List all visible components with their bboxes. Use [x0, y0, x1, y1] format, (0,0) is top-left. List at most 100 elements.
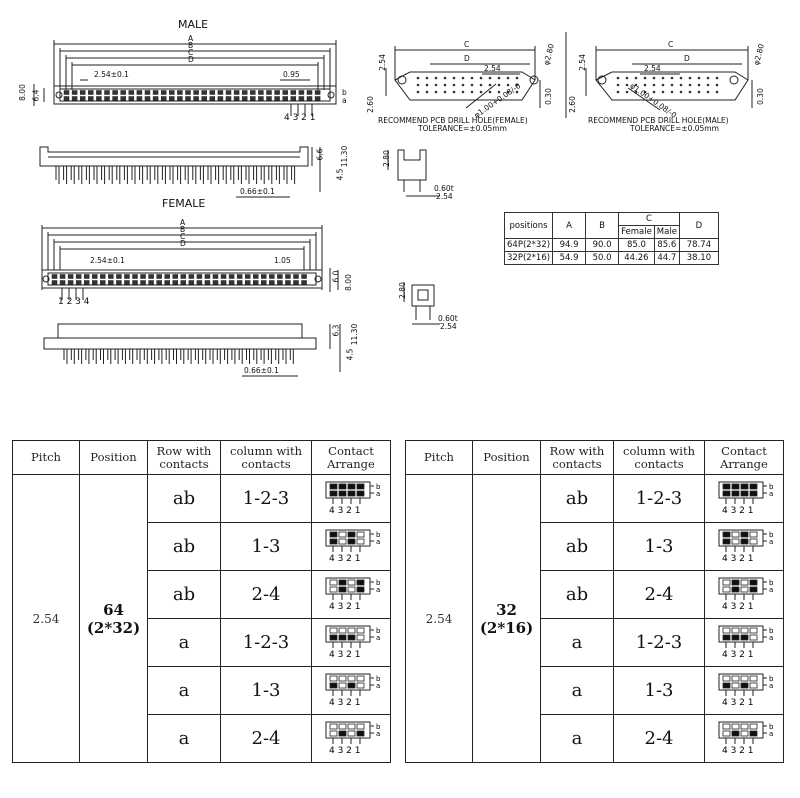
contact-cell	[356, 586, 365, 592]
female-contact	[108, 274, 114, 279]
contact-cell	[749, 586, 758, 592]
drill-hole	[470, 90, 474, 94]
row-b-label: b	[376, 483, 381, 491]
contact-cell	[722, 682, 731, 688]
header-contact-arrange: Contact Arrange	[311, 440, 391, 475]
female-title: FEMALE	[162, 197, 206, 210]
drill-hole	[661, 83, 665, 87]
male-contact	[136, 90, 143, 95]
contact-arrange-icon: ba4 3 2 1	[325, 529, 381, 564]
contact-cell	[722, 586, 731, 592]
drill-female-d: D	[464, 54, 470, 63]
contact-arrange-icon: ba4 3 2 1	[325, 721, 381, 756]
male-contact	[104, 90, 110, 95]
pin-numbers-label: 4 3 2 1	[722, 698, 754, 708]
row-b-label: b	[376, 579, 381, 587]
positions-dimension-table: positions A B C D Female Male 64P(2*32) …	[503, 212, 719, 265]
contact-table-32p: Pitch Position Row with contacts column …	[405, 440, 784, 763]
male-contact	[96, 96, 102, 101]
drill-hole	[652, 76, 656, 80]
contact-cell	[338, 538, 347, 544]
contact-cell	[356, 483, 365, 489]
drill-hole	[706, 83, 710, 87]
female-contact	[204, 274, 211, 279]
male-contact	[225, 96, 232, 101]
contact-cell	[338, 627, 347, 633]
male-contact	[71, 96, 78, 101]
contact-cell	[356, 730, 365, 736]
contact-cell	[740, 579, 749, 585]
pin-numbers-label: 4 3 2 1	[329, 746, 361, 756]
row-b-label: b	[376, 627, 381, 635]
male-contact	[144, 96, 151, 101]
male-contact	[266, 96, 272, 101]
contact-cell	[722, 634, 731, 640]
drill-hole	[443, 90, 447, 94]
male-contact	[185, 90, 191, 95]
cell: 90.0	[585, 238, 620, 252]
male-contact	[169, 90, 175, 95]
contact-cell	[329, 579, 338, 585]
female-contact	[124, 274, 130, 279]
drill-female-254-side: 2.54	[377, 54, 387, 71]
male-contact	[169, 96, 175, 101]
drill-hole	[697, 76, 701, 80]
row-with-contacts-cell: ab	[540, 522, 614, 571]
contact-arrange-icon: ba4 3 2 1	[325, 577, 381, 612]
contact-cell	[722, 483, 731, 489]
pin-numbers-label: 4 3 2 1	[722, 506, 754, 516]
dim-d-male: D	[188, 55, 194, 64]
female-pin-dim: 0.66±0.1	[244, 366, 279, 375]
column-with-contacts-cell: 1-3	[613, 666, 705, 715]
pin-numbers-label: 4 3 2 1	[722, 650, 754, 660]
male-contact	[314, 90, 321, 95]
pin-numbers-label: 4 3 2 1	[722, 746, 754, 756]
pin-numbers-label: 4 3 2 1	[329, 698, 361, 708]
male-contact	[290, 96, 297, 101]
female-small-dim: 1.05	[274, 256, 291, 265]
male-contact	[209, 90, 216, 95]
table-row: 32P(2*16) 54.9 50.0 44.26 44.7 38.10	[503, 251, 719, 265]
male-contact	[217, 90, 224, 95]
contact-cell	[722, 627, 731, 633]
contact-cell	[731, 675, 740, 681]
drill-hole	[625, 83, 629, 87]
contact-cell	[740, 490, 749, 496]
contact-cell	[347, 682, 356, 688]
drill-hole	[506, 83, 510, 87]
drill-hole	[470, 83, 474, 87]
contact-cell	[356, 538, 365, 544]
male-contact	[282, 90, 288, 95]
drill-hole	[616, 76, 620, 80]
contact-cell	[749, 682, 758, 688]
drill-hole	[434, 90, 438, 94]
contact-cell	[740, 586, 749, 592]
drill-hole	[634, 83, 638, 87]
contact-cell	[356, 490, 365, 496]
contact-cell	[722, 579, 731, 585]
cell: 44.7	[653, 251, 680, 265]
drill-male-c: C	[668, 40, 674, 49]
contact-cell	[731, 723, 740, 729]
male-contact	[120, 96, 126, 101]
table-row: 64P(2*32) 94.9 90.0 85.0 85.6 78.74	[503, 238, 719, 252]
male-contact	[250, 90, 256, 95]
drill-hole	[670, 83, 674, 87]
pin-numbers-label: 4 3 2 1	[329, 506, 361, 516]
male-contact	[79, 90, 86, 95]
drill-hole	[688, 90, 692, 94]
position-value: 64(2*32)	[79, 474, 148, 763]
contact-cell	[356, 682, 365, 688]
female-contact	[92, 280, 98, 285]
female-contact	[172, 274, 178, 279]
end-view-280-top: 2.80	[381, 150, 391, 167]
column-with-contacts-cell: 1-3	[220, 522, 312, 571]
row-a-label: a	[769, 634, 773, 642]
female-profile-1130: 11.30	[350, 323, 360, 346]
female-contact	[301, 280, 307, 285]
